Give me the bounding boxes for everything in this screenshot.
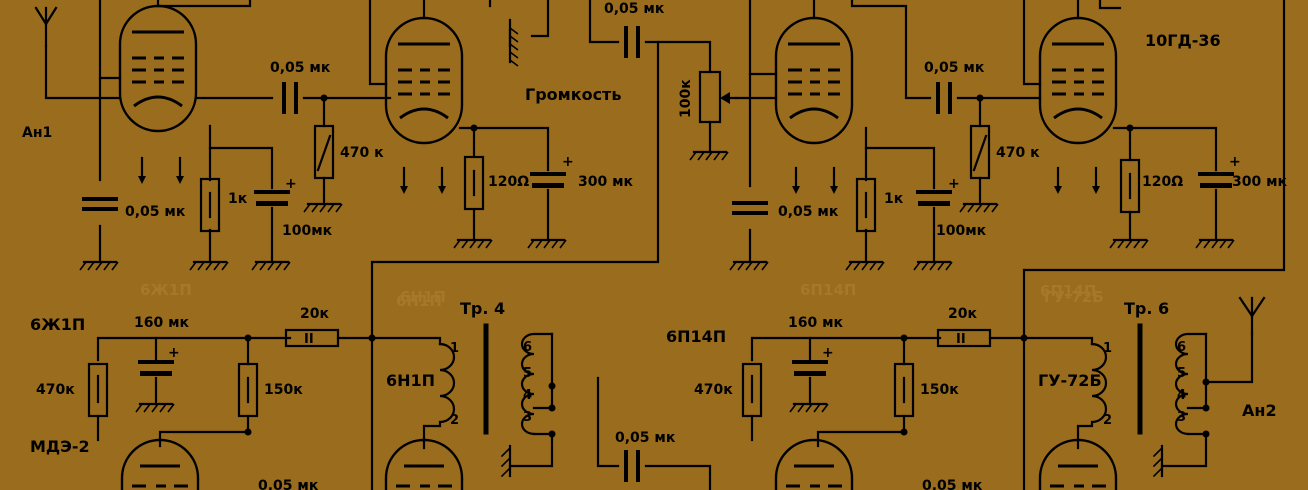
stage-top-left: Ан1 0,05 мк 1к + 100мк 0,05 мк 470 к bbox=[22, 0, 392, 272]
antenna-label: Ан1 bbox=[22, 125, 52, 141]
capacitor bbox=[82, 197, 118, 211]
tube-4 bbox=[1038, 16, 1118, 145]
stage-top-fourth: 10ГД-36 120Ω + 300 мк bbox=[1022, 0, 1288, 342]
capacitor-label: 300 мк bbox=[578, 174, 634, 190]
plus-sign: + bbox=[822, 345, 834, 361]
resistor-label: 1к bbox=[884, 191, 904, 207]
resistor-label: 470 к bbox=[340, 145, 384, 161]
stage-bottom-right: 6П14П 160 мк 20к II + 470к 150к 0,05 мк … bbox=[666, 281, 1104, 490]
resistor-label: 470к bbox=[694, 382, 733, 398]
capacitor-label: 160 мк bbox=[788, 315, 844, 331]
capacitor-label: 100мк bbox=[282, 223, 333, 239]
resistor-mark: II bbox=[304, 332, 314, 347]
tube-2 bbox=[384, 16, 464, 145]
faded-label: 6П14П bbox=[1040, 282, 1096, 300]
pot-label: 100к bbox=[678, 79, 694, 118]
transformer-label: Тр. 6 bbox=[1124, 299, 1169, 318]
capacitor-label: 0,05 мк bbox=[922, 478, 983, 490]
tube-type-label: ГУ-72Б bbox=[1038, 371, 1102, 390]
tube-1 bbox=[118, 4, 198, 133]
resistor bbox=[855, 177, 877, 233]
volume-control: 0,05 мк 100к bbox=[370, 0, 778, 342]
capacitor bbox=[624, 450, 640, 482]
capacitor-label: 0,05 мк bbox=[125, 204, 186, 220]
capacitor-label: 100мк bbox=[936, 223, 987, 239]
resistor-label: 150к bbox=[264, 382, 303, 398]
stage-top-second: 120Ω + 300 мк Громкость bbox=[368, 0, 634, 250]
winding-pin: 3 bbox=[523, 410, 532, 425]
winding-pin: 5 bbox=[523, 366, 532, 381]
capacitor-label: 0,05 мк bbox=[270, 60, 331, 76]
resistor bbox=[463, 155, 485, 211]
resistor-label: 1к bbox=[228, 191, 248, 207]
resistor bbox=[237, 362, 259, 418]
tube-type-label: 6П14П bbox=[666, 327, 726, 346]
mic-label: МДЭ-2 bbox=[30, 437, 90, 456]
capacitor bbox=[624, 26, 640, 58]
plus-sign: + bbox=[285, 176, 297, 192]
capacitor-label: 0,05 мк bbox=[258, 478, 319, 490]
faded-label: 6Н1П bbox=[396, 292, 442, 310]
capacitor bbox=[732, 201, 768, 215]
stage-bottom-left: 6Ж1П 160 мк 20к II + 470к 150к МДЭ-2 6Ж1… bbox=[30, 281, 442, 490]
winding-pin: 2 bbox=[450, 413, 459, 428]
antenna-label: Ан2 bbox=[1242, 401, 1277, 420]
plus-sign: + bbox=[948, 176, 960, 192]
volume-label: Громкость bbox=[525, 85, 621, 104]
capacitor-label: 0,05 мк bbox=[778, 204, 839, 220]
tube-type-label: 6Ж1П bbox=[30, 315, 85, 334]
tube-3 bbox=[774, 16, 854, 145]
winding-pin: 4 bbox=[523, 388, 532, 403]
resistor-mark: II bbox=[956, 332, 966, 347]
capacitor-label: 0,05 мк bbox=[924, 60, 985, 76]
faded-label: ГУ-72Б bbox=[1044, 288, 1104, 306]
capacitor-label: 0,05 мк bbox=[604, 1, 665, 17]
resistor bbox=[199, 177, 221, 233]
resistor-label: 20к bbox=[300, 306, 329, 322]
winding-pin: 2 bbox=[1103, 413, 1112, 428]
transformer-tr6: Тр. 6 ГУ-72Б Ан2 1 2 6 5 4 3 bbox=[1022, 296, 1277, 490]
resistor-label: 470к bbox=[36, 382, 75, 398]
resistor bbox=[893, 362, 915, 418]
resistor-label: 120Ω bbox=[1142, 174, 1183, 190]
plus-sign: + bbox=[168, 345, 180, 361]
resistor-label: 120Ω bbox=[488, 174, 529, 190]
winding-pin: 4 bbox=[1177, 388, 1186, 403]
winding-pin: 1 bbox=[1103, 341, 1112, 356]
capacitor-label: 300 мк bbox=[1232, 174, 1288, 190]
resistor-label: 470 к bbox=[996, 145, 1040, 161]
capacitor bbox=[282, 82, 298, 114]
resistor-label: 150к bbox=[920, 382, 959, 398]
winding-pin: 3 bbox=[1177, 410, 1186, 425]
capacitor-label: 160 мк bbox=[134, 315, 190, 331]
transformer-label: Тр. 4 bbox=[460, 299, 505, 318]
winding-pin: 5 bbox=[1177, 366, 1186, 381]
winding-pin: 1 bbox=[450, 341, 459, 356]
capacitor-label: 0,05 мк bbox=[615, 430, 676, 446]
stage-top-third: 0,05 мк 1к + 100мк 0,05 мк 470 к bbox=[728, 0, 1042, 272]
faded-label: 6Н1П bbox=[400, 288, 446, 306]
transformer-tr4: Тр. 4 6Н1П 1 2 6 5 4 3 0,05 мк bbox=[370, 299, 712, 490]
plus-sign: + bbox=[562, 154, 574, 170]
tube-type-label: 6Н1П bbox=[386, 371, 435, 390]
resistor bbox=[1119, 158, 1141, 214]
winding-pin: 6 bbox=[1177, 340, 1186, 355]
faded-label: 6Ж1П bbox=[140, 281, 192, 299]
capacitor bbox=[936, 82, 952, 114]
winding-pin: 6 bbox=[523, 340, 532, 355]
faded-label: 6П14П bbox=[800, 281, 856, 299]
plus-sign: + bbox=[1229, 154, 1241, 170]
resistor-label: 20к bbox=[948, 306, 977, 322]
speaker-label: 10ГД-36 bbox=[1145, 31, 1221, 50]
